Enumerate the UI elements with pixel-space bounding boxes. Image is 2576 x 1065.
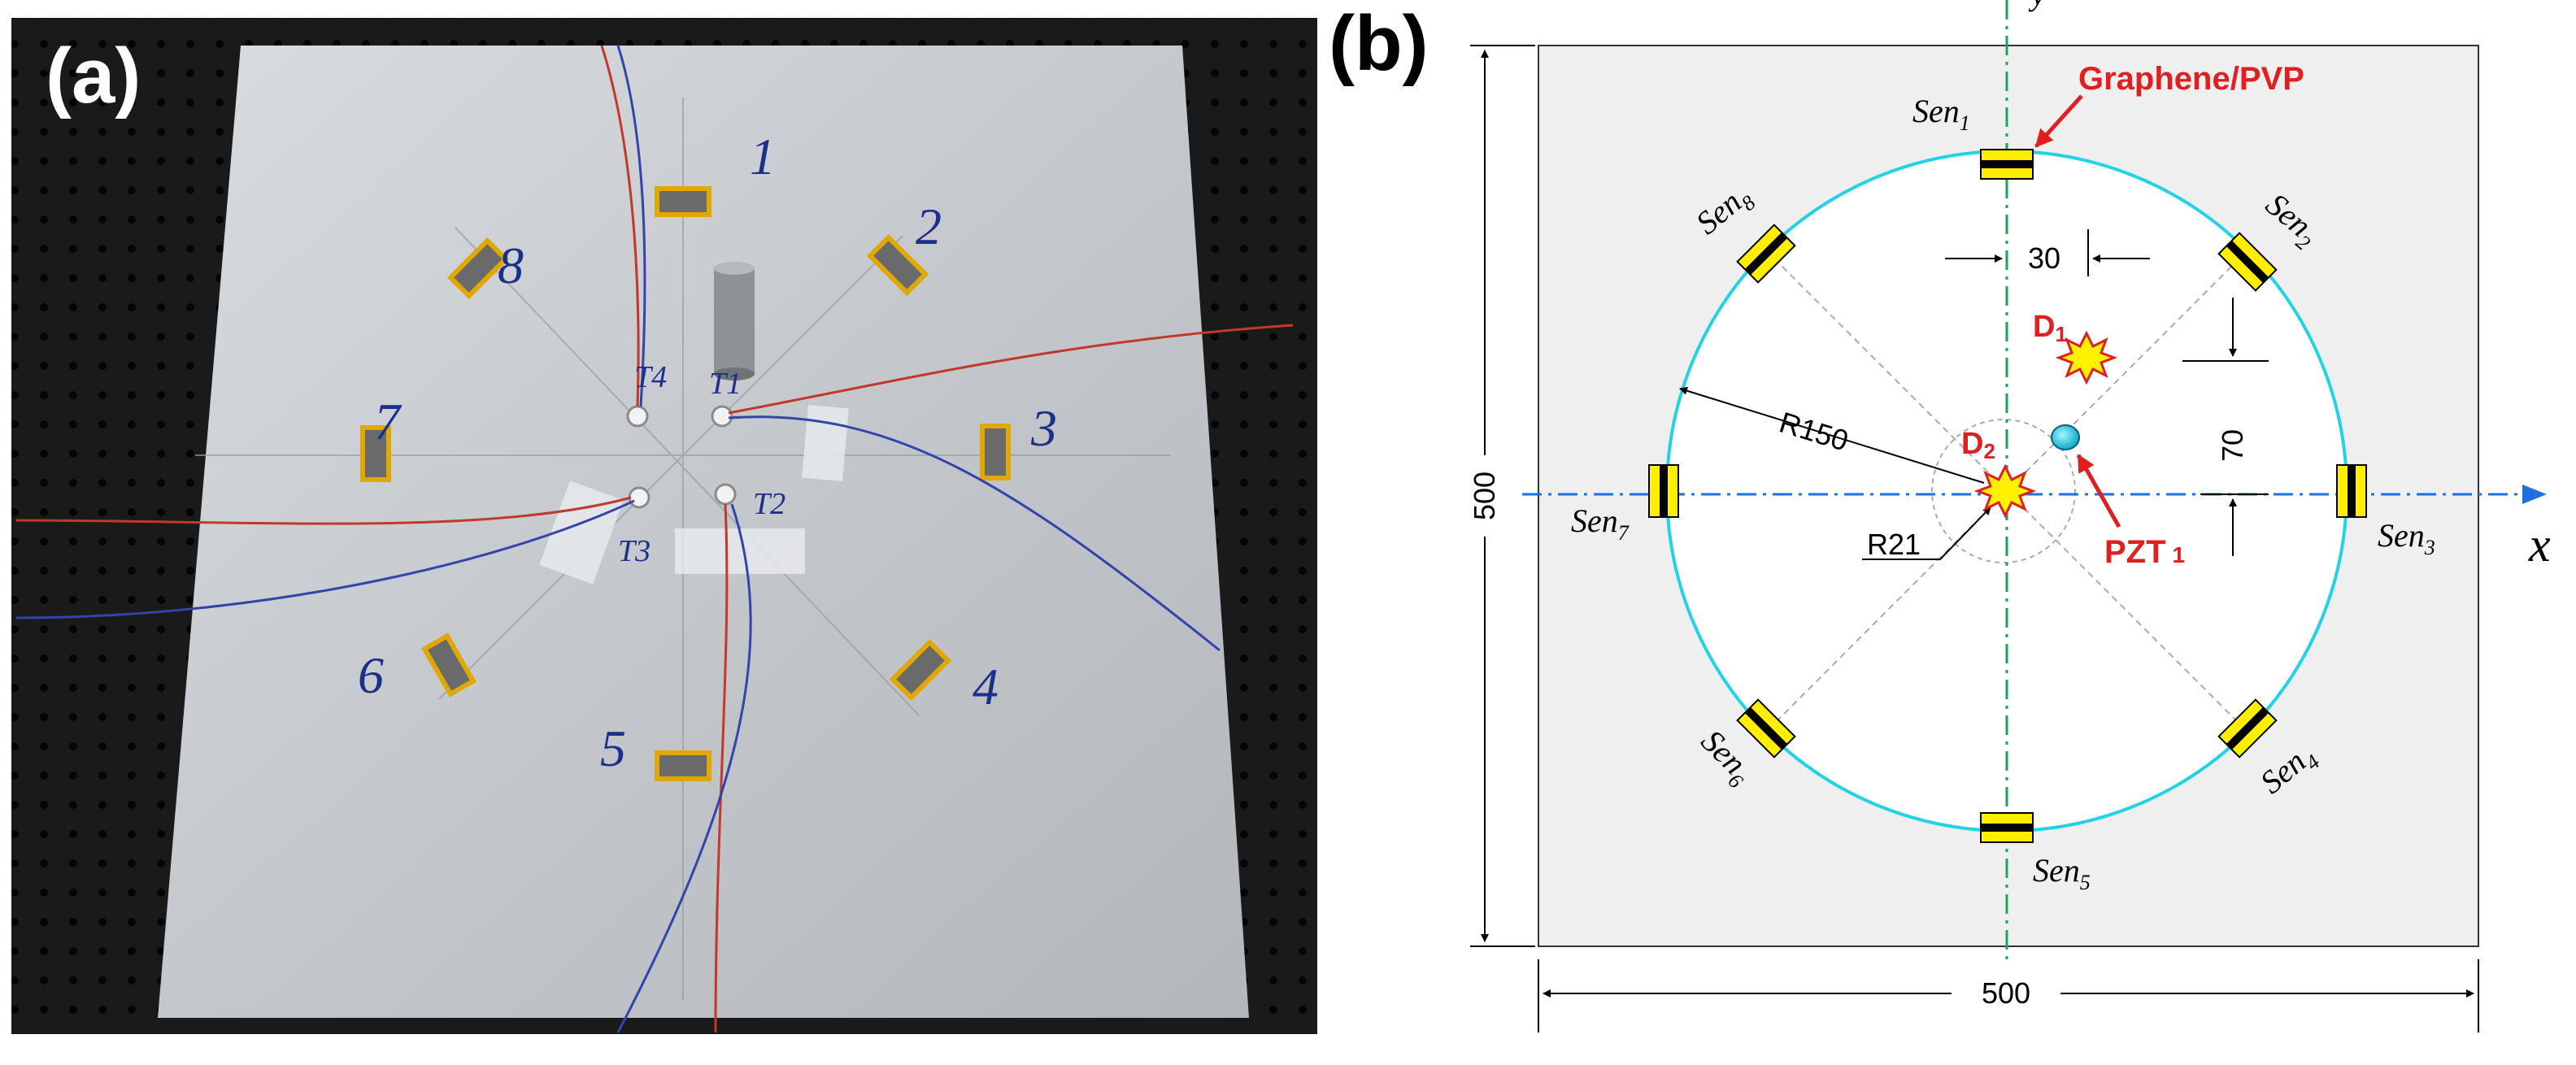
- r150-arrow: [1679, 386, 1985, 484]
- photo-sensor-7: [360, 425, 391, 482]
- photo-sensor-8: [446, 237, 510, 300]
- schematic-sensors: [1648, 149, 2367, 843]
- photo-number-7: 7: [374, 393, 402, 450]
- sensor-8: [1736, 224, 1796, 284]
- damage-circle: [1931, 419, 2076, 563]
- cylinder-mass: [714, 262, 755, 380]
- offset-30-label: 30: [2028, 241, 2060, 275]
- sensor-6: [1736, 698, 1796, 759]
- photo-transducer-labels: T1 T2 T3 T4: [618, 360, 785, 568]
- width-label: 500: [1982, 976, 2030, 1010]
- wires: [15, 45, 1294, 1033]
- offset-70-dimension: [2182, 298, 2269, 556]
- sensor-label-5: Sen5: [2033, 852, 2091, 894]
- r21-label: R21: [1867, 528, 1921, 561]
- photo-number-8: 8: [498, 237, 524, 294]
- height-label: 500: [1468, 472, 1501, 520]
- photo-number-1: 1: [750, 128, 776, 185]
- sensor-1: [1980, 149, 2034, 180]
- damage-1-burst: [2055, 330, 2118, 385]
- photo-sensor-2: [866, 233, 929, 297]
- photo-number-4: 4: [973, 658, 999, 715]
- photo-sensor-1: [655, 186, 711, 217]
- photo-number-6: 6: [358, 646, 384, 704]
- sensor-label-7: Sen7: [1571, 502, 1630, 545]
- photo-number-3: 3: [1030, 399, 1057, 457]
- sensor-3: [2336, 464, 2367, 518]
- photo-label-t2: T2: [753, 487, 785, 521]
- sensor-5: [1980, 812, 2034, 843]
- photo-sensor-3: [980, 424, 1011, 480]
- photo-label-t1: T1: [709, 367, 742, 401]
- width-dimension: [1538, 959, 2479, 1032]
- damage-1-label: D1: [2033, 310, 2067, 346]
- sensor-4: [2217, 698, 2278, 759]
- offset-70-label: 70: [2216, 429, 2249, 462]
- photo-number-2: 2: [916, 198, 942, 255]
- photo-sensor-6: [421, 632, 476, 698]
- damage-2-burst: [1973, 463, 2037, 519]
- graphene-pvp-arrow: [2034, 94, 2083, 148]
- panel-b-label: (b): [1329, 0, 1429, 87]
- sensor-2: [2217, 232, 2278, 292]
- y-axis-label: y: [2028, 0, 2046, 12]
- panel-b: (b) x y: [1329, 0, 2551, 1032]
- sensor-7: [1648, 464, 1679, 518]
- x-axis-label: x: [2528, 518, 2551, 572]
- sensor-labels: Sen1 Sen2 Sen3 Sen4 Sen5 Sen6 Sen7 Sen8: [1571, 93, 2435, 894]
- sensor-label-1: Sen1: [1912, 93, 1970, 135]
- photo-sensor-5: [655, 750, 711, 781]
- damage-2-label: D2: [1961, 427, 1995, 463]
- panel-a: 1 2 3 4 5 6 7 8 T1 T2 T3 T4 (a): [11, 18, 1317, 1034]
- graphene-pvp-label: Graphene/PVP: [2078, 61, 2304, 97]
- photo-sensors: [360, 186, 1011, 781]
- photo-handwriting: 1 2 3 4 5 6 7 8: [358, 128, 1057, 777]
- photo-sensor-4: [889, 638, 952, 702]
- pzt-arrow: [2076, 454, 2121, 528]
- offset-30-dimension: [1945, 229, 2150, 276]
- photo-number-5: 5: [600, 719, 626, 777]
- r21-leader: [1862, 506, 1991, 560]
- height-dimension: [1470, 45, 1535, 947]
- photo-label-t4: T4: [634, 360, 667, 394]
- photo-label-t3: T3: [618, 534, 651, 568]
- pzt-actuator: [2051, 424, 2080, 450]
- sensor-label-3: Sen3: [2378, 517, 2435, 559]
- panel-a-label: (a): [46, 33, 141, 120]
